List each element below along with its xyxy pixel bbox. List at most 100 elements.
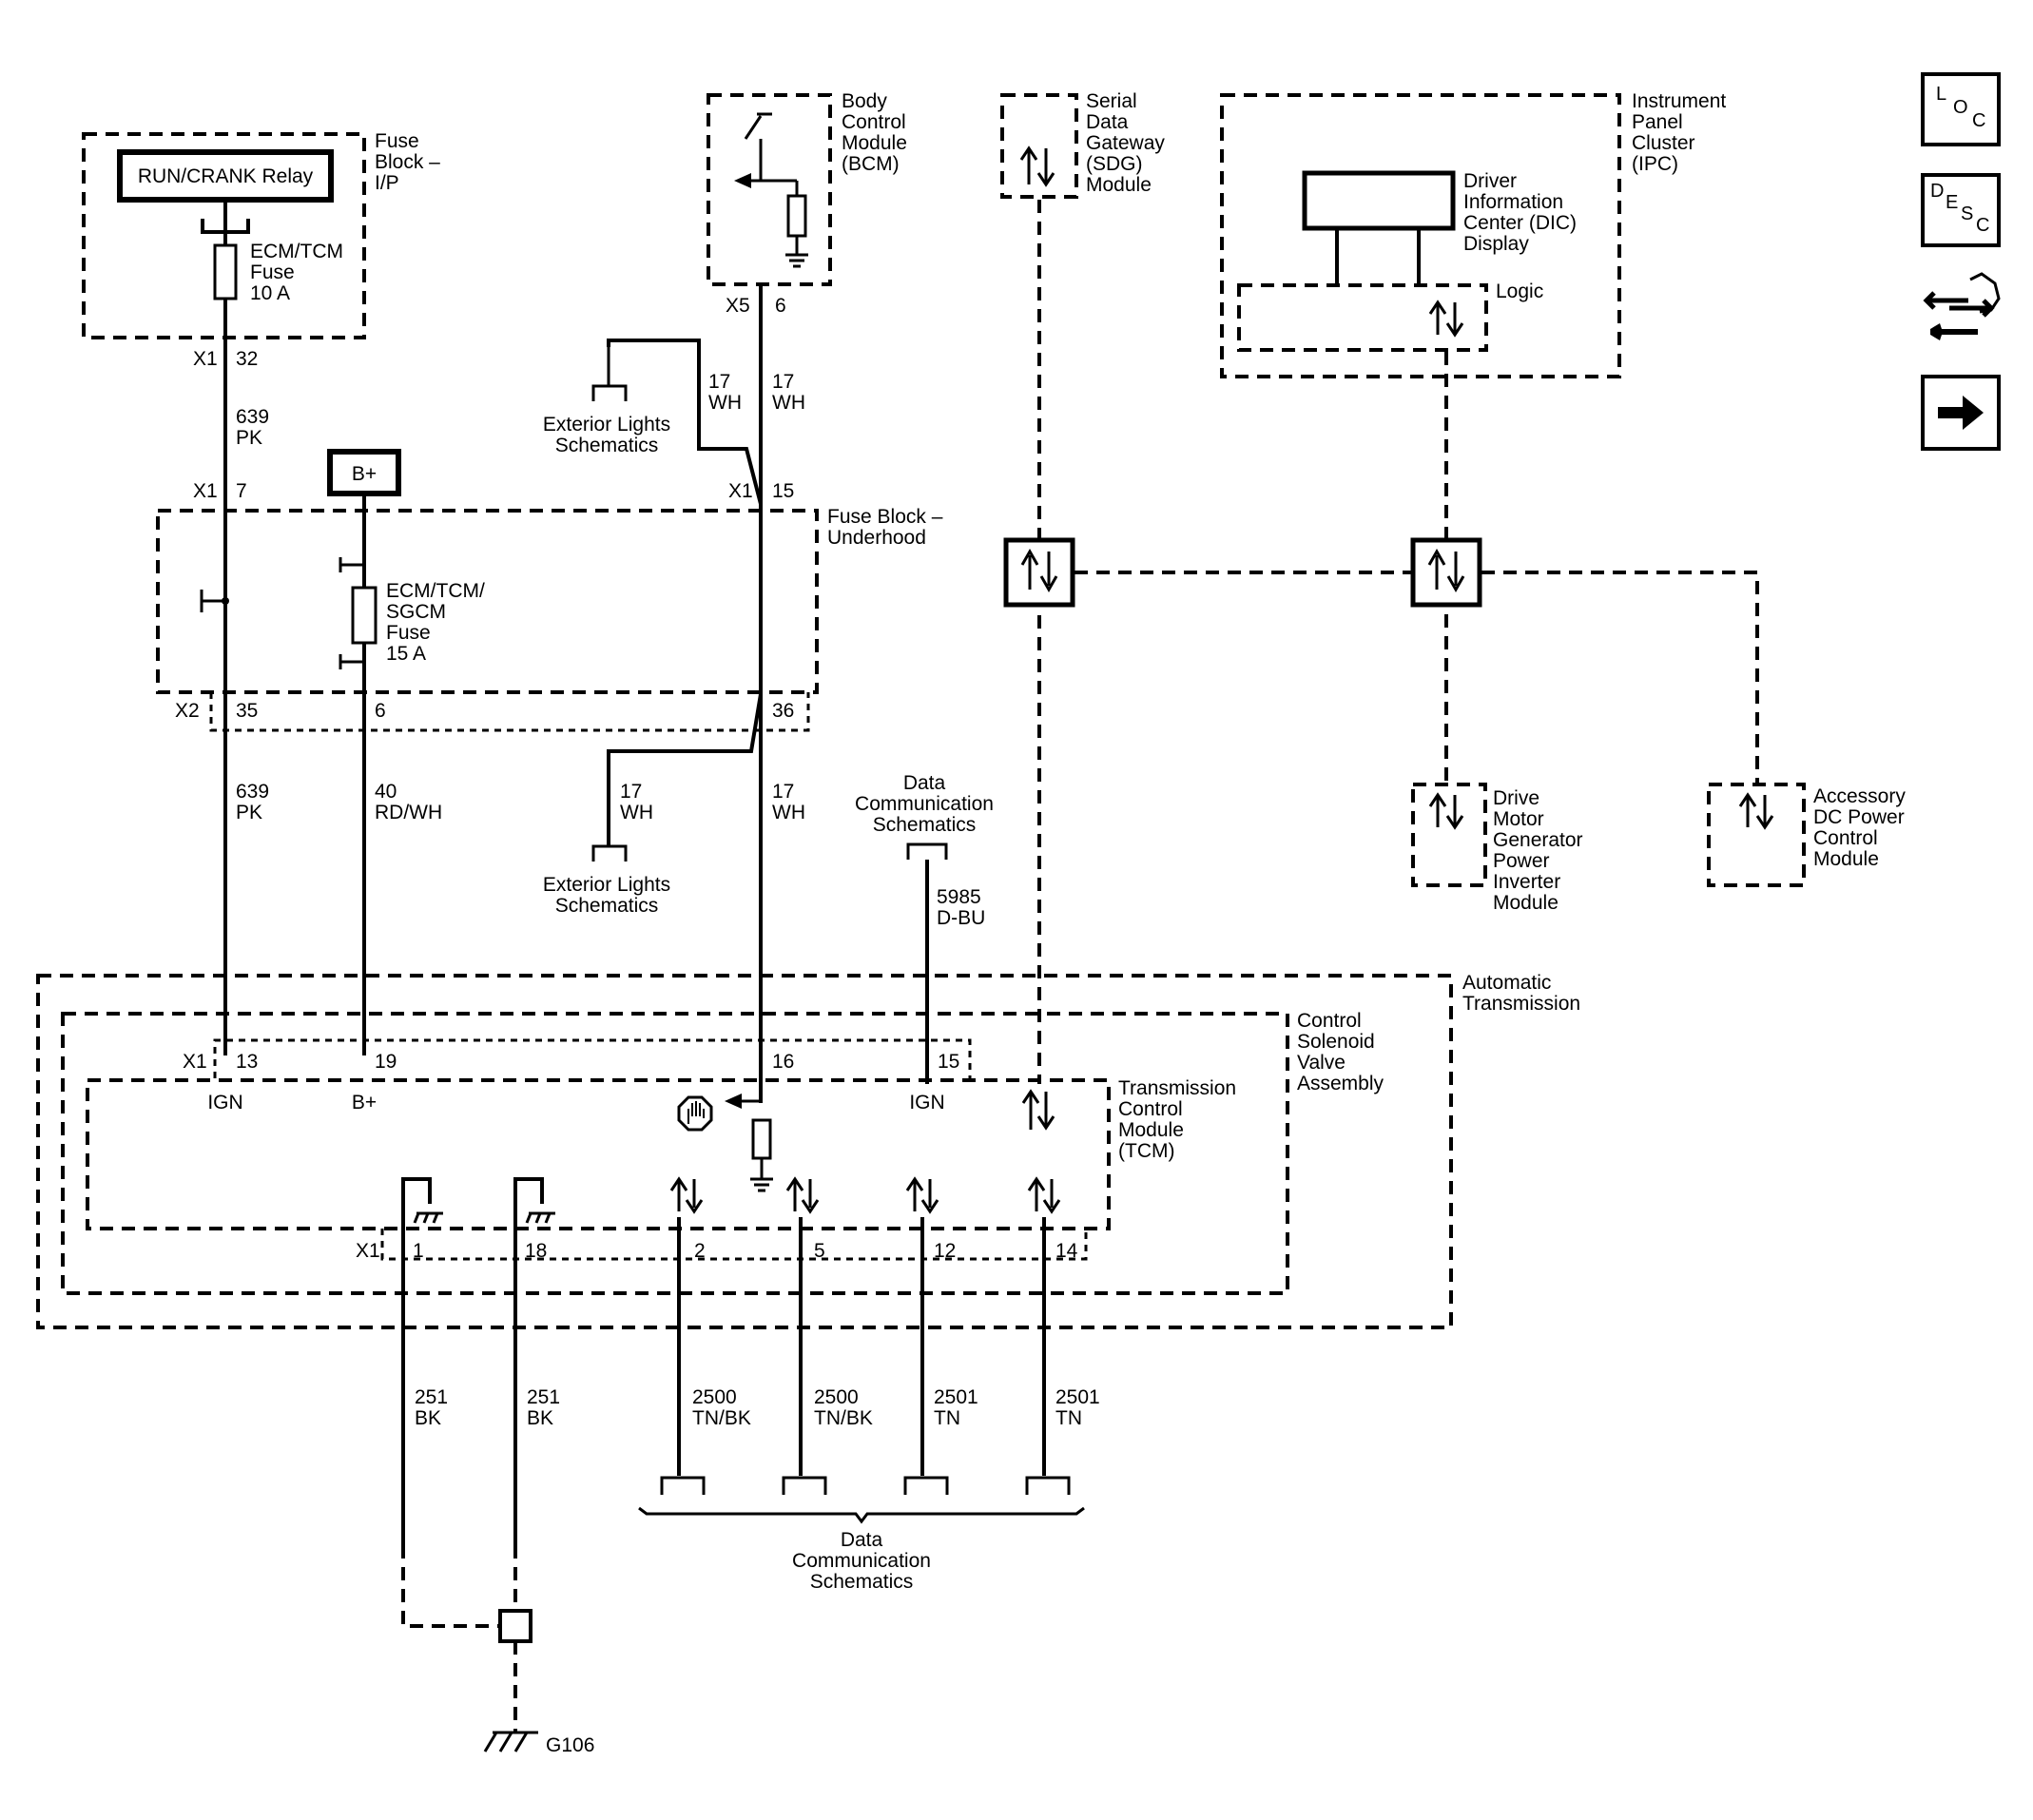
ecm-tcm-fuse-label-2: Fuse	[250, 261, 295, 283]
pin-1-label: 1	[413, 1240, 424, 1262]
sdg-label-3: Gateway	[1086, 132, 1165, 154]
wire-5985-color: D-BU	[937, 907, 985, 929]
fuse-block-ip-label-1: Fuse	[375, 130, 419, 152]
wire-639-label-num: 639	[236, 406, 269, 428]
wire-17d-num: 17	[772, 781, 794, 803]
data-comm-bottom-label-3: Schematics	[810, 1571, 914, 1593]
pin-36-label: 36	[772, 700, 794, 722]
accessory-dc-label-2: DC Power	[1813, 806, 1905, 828]
wire-251a-num: 251	[415, 1386, 448, 1408]
bcm-label-1: Body	[842, 90, 887, 112]
nav-desc-button[interactable]: D E S C	[1921, 173, 2001, 247]
wire-17c-num: 17	[620, 781, 642, 803]
accessory-dc-label-3: Control	[1813, 827, 1878, 849]
wire-17a-color: WH	[708, 392, 742, 414]
dic-label-4: Display	[1463, 233, 1529, 255]
data-comm-connector-top	[906, 842, 948, 860]
pin-19-label: 19	[375, 1051, 397, 1073]
ecm-tcm-fuse-label-1: ECM/TCM	[250, 241, 343, 262]
ground-g106-icon	[483, 1731, 538, 1752]
loc-letter-o: O	[1953, 97, 1968, 118]
dmgpim-label-6: Module	[1493, 892, 1559, 914]
connector-icon	[1923, 272, 2001, 340]
nav-loc-button[interactable]: L O C	[1921, 72, 2001, 146]
loc-letter-c: C	[1972, 110, 1986, 131]
sdg-label-5: Module	[1086, 174, 1152, 196]
bcm-outline	[707, 93, 832, 286]
wire-251b-num: 251	[527, 1386, 560, 1408]
tcm-x1-connector-top	[213, 1038, 972, 1078]
wire-5985-num: 5985	[937, 886, 981, 908]
tcm-label-1: Transmission	[1118, 1077, 1236, 1099]
wire-2501b-num: 2501	[1055, 1386, 1100, 1408]
tcm-x1-connector-bottom	[380, 1229, 1088, 1261]
fuse-block-ip-label-2: Block –	[375, 151, 440, 173]
sdg-serial-data-junction	[1003, 537, 1075, 608]
conn-x1-label-3: X1	[728, 480, 753, 502]
tcm-pin14-arrows-icon	[1027, 1176, 1061, 1214]
nav-next-button[interactable]	[1921, 375, 2001, 451]
sdg-label-1: Serial	[1086, 90, 1137, 112]
data-comm-bottom-label-1: Data	[841, 1529, 883, 1551]
pin-7-label: 7	[236, 480, 247, 502]
sgcm-fuse-label-2: SGCM	[386, 601, 446, 623]
sdg-outline	[1000, 93, 1078, 199]
ecm-tcm-fuse-label-3: 10 A	[250, 282, 290, 304]
auto-trans-label-2: Transmission	[1462, 993, 1580, 1015]
ground-splice-box	[498, 1609, 532, 1643]
ipc-junction-arrows-icon	[1427, 548, 1465, 593]
bcm-arrow	[734, 173, 751, 188]
wire-2500a-color: TN/BK	[692, 1407, 751, 1429]
b-plus-input-label: B+	[352, 1092, 377, 1113]
ground-wire-pin1	[401, 1177, 432, 1326]
dic-label-2: Information	[1463, 191, 1563, 213]
bcm-label-4: (BCM)	[842, 153, 900, 175]
pin-6-bcm-label: 6	[775, 295, 786, 317]
ground-wire-pin18	[513, 1177, 544, 1326]
ipc-label-4: (IPC)	[1632, 153, 1678, 175]
fuse-block-underhood-label-1: Fuse Block –	[827, 506, 943, 528]
underhood-x2-connector	[209, 692, 810, 732]
tcm-input-arrow	[725, 1094, 742, 1109]
wire-17a-num: 17	[708, 371, 730, 393]
sdg-junction-arrows-icon	[1020, 548, 1058, 593]
accessory-dc-label-1: Accessory	[1813, 785, 1906, 807]
bcm-label-3: Module	[842, 132, 907, 154]
nav-connector-button[interactable]	[1921, 266, 2001, 354]
accessory-dc-label-4: Module	[1813, 848, 1879, 870]
bcm-switch-symbol	[744, 112, 772, 140]
desc-letter-s: S	[1961, 203, 1974, 224]
dmgpim-bidirectional-icon	[1428, 792, 1464, 830]
data-comm-bottom-label-2: Communication	[792, 1550, 931, 1572]
dmgpim-outline	[1411, 783, 1487, 887]
data-comm-conn-2	[782, 1476, 827, 1495]
sgcm-fuse-label-3: Fuse	[386, 622, 431, 644]
conn-x5-label: X5	[726, 295, 750, 317]
fuse-block-ip-label-3: I/P	[375, 172, 399, 194]
pin-13-label: 13	[236, 1051, 258, 1073]
data-comm-conn-4	[1025, 1476, 1071, 1495]
wire-2500b-num: 2500	[814, 1386, 859, 1408]
wire-17c-color: WH	[620, 802, 653, 823]
run-crank-relay-label: RUN/CRANK Relay	[138, 165, 314, 187]
pin-6-label: 6	[375, 700, 386, 722]
control-solenoid-label-4: Assembly	[1297, 1073, 1384, 1094]
underhood-connection-symbol	[200, 590, 225, 612]
wire-251b-color: BK	[527, 1407, 553, 1429]
control-solenoid-label-2: Solenoid	[1297, 1031, 1375, 1053]
chassis-ground-icon-2	[525, 1211, 555, 1224]
dic-display-box	[1302, 170, 1456, 231]
conn-x1-label: X1	[193, 348, 218, 370]
relay-contact-symbol	[201, 219, 250, 234]
tcm-pull-down-resistor	[751, 1118, 772, 1160]
wire-40-color: RD/WH	[375, 802, 442, 823]
arrow-right-icon	[1938, 396, 1984, 430]
pin-32-label: 32	[236, 348, 258, 370]
sgcm-fuse-label-1: ECM/TCM/	[386, 580, 485, 602]
dmgpim-label-5: Inverter	[1493, 871, 1560, 893]
loc-letter-l: L	[1936, 84, 1947, 105]
sdg-bidirectional-icon	[1019, 145, 1055, 187]
fuse-top-terminal	[339, 557, 364, 572]
tcm-serial-arrows-icon	[1021, 1089, 1055, 1131]
